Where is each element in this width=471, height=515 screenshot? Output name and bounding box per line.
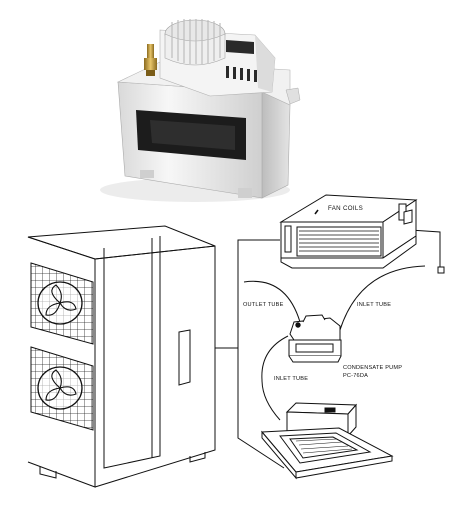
label-inlet-tube-upper: INLET TUBE: [357, 302, 391, 308]
label-inlet-tube-lower: INLET TUBE: [274, 376, 308, 382]
fan-grille-upper: [30, 262, 94, 345]
fan-grille-lower: [30, 346, 94, 431]
cassette-unit: [260, 402, 394, 480]
fan-coil-unit: [279, 194, 418, 269]
drain-cap: [437, 266, 445, 274]
label-fan-coils: FAN COILS: [328, 205, 363, 212]
label-outlet-tube: OUTLET TUBE: [243, 302, 284, 308]
label-pump-model: PC-76DA: [343, 373, 368, 379]
label-pump-name: CONDENSATE PUMP: [343, 365, 402, 371]
pump-diagram: [288, 314, 342, 363]
pump-product-photo: [100, 19, 301, 202]
piping: [215, 229, 441, 469]
